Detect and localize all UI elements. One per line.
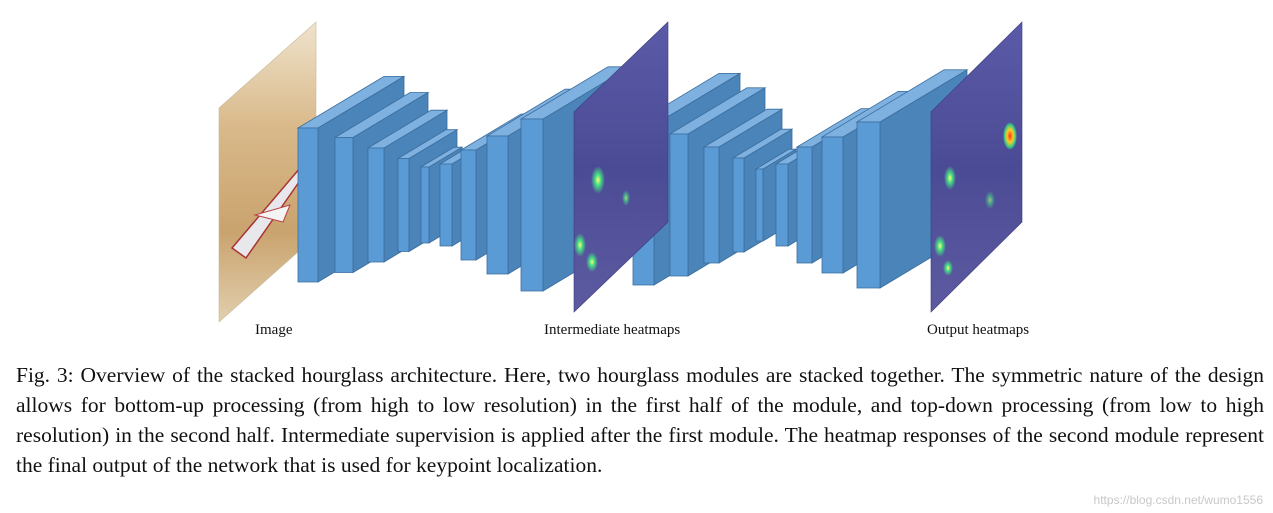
output-heatmap <box>930 21 1023 313</box>
hourglass-diagram <box>218 21 1023 323</box>
output-label: Output heatmaps <box>927 322 1030 338</box>
watermark: https://blog.csdn.net/wumo1556 <box>1093 493 1263 507</box>
intermediate-heatmap <box>573 21 669 313</box>
conv-blocks <box>296 66 969 292</box>
input-label: Image <box>255 322 293 338</box>
input-image <box>218 21 317 323</box>
figure-caption: Fig. 3: Overview of the stacked hourglas… <box>16 363 1264 477</box>
intermediate-label: Intermediate heatmaps <box>544 322 681 338</box>
